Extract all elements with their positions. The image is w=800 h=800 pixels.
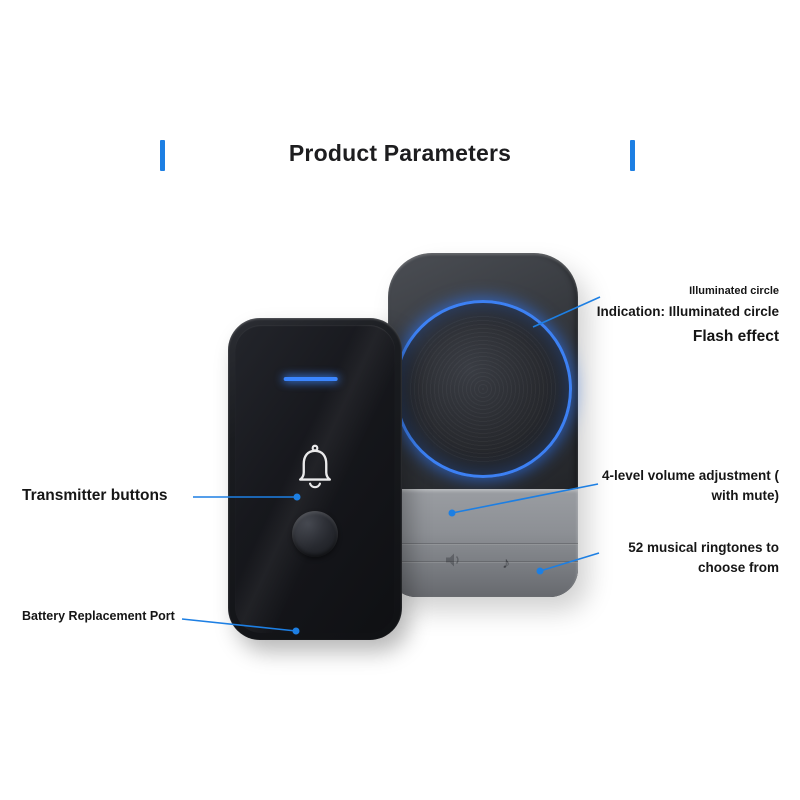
title-row: Product Parameters	[0, 140, 800, 174]
illuminated-circle	[394, 300, 572, 478]
annotation-transmitter-buttons: Transmitter buttons	[22, 487, 168, 504]
title-accent-bar-right	[630, 140, 635, 171]
doorbell-receiver: ♪	[388, 253, 578, 597]
title-accent-bar-left	[160, 140, 165, 171]
annotation-volume-adjustment: 4-level volume adjustment ( with mute)	[602, 466, 779, 506]
annotation-text: choose from	[697, 560, 779, 575]
annotation-illuminated-circle: Illuminated circle Indication: Illuminat…	[597, 285, 779, 346]
page-title: Product Parameters	[288, 140, 512, 166]
bell-icon	[288, 439, 342, 500]
transmitter-button	[292, 511, 338, 557]
annotation-text: Flash effect	[692, 328, 779, 345]
annotation-text: 52 musical ringtones to	[628, 540, 779, 555]
led-indicator	[283, 377, 338, 381]
band-divider	[388, 561, 578, 563]
annotation-battery-port: Battery Replacement Port	[22, 609, 175, 623]
annotation-text: Indication: Illuminated circle	[596, 304, 779, 319]
receiver-control-band: ♪	[388, 489, 578, 597]
band-divider	[388, 543, 578, 545]
volume-icon	[446, 553, 459, 567]
music-note-icon: ♪	[502, 555, 510, 572]
transmitter-face	[235, 325, 395, 633]
annotation-text: with mute)	[711, 488, 780, 503]
annotation-text: 4-level volume adjustment (	[601, 468, 779, 483]
annotation-musical-ringtones: 52 musical ringtones to choose from	[628, 538, 779, 578]
annotation-text: Illuminated circle	[689, 285, 779, 297]
doorbell-transmitter	[228, 318, 402, 640]
